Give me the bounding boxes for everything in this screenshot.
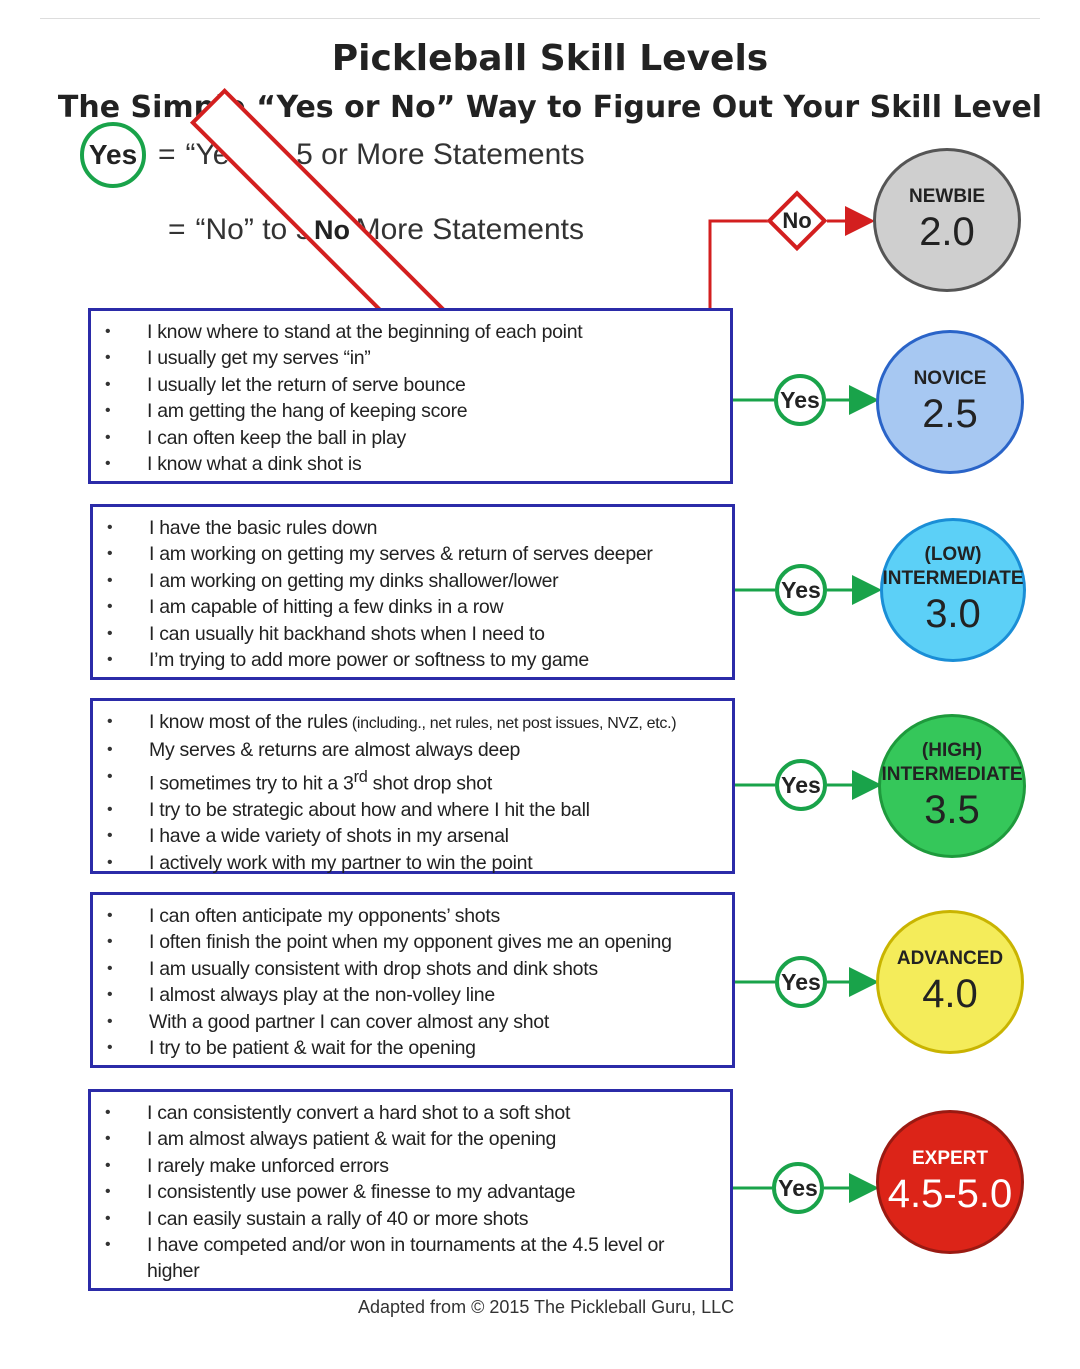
statement-item: •I know what a dink shot is (105, 453, 362, 476)
level-name: (LOW) INTERMEDIATE (882, 544, 1024, 589)
statement-item: •I’m trying to add more power or softnes… (107, 649, 589, 672)
statement-item: •I rarely make unforced errors (105, 1154, 389, 1177)
statement-item: •I usually let the return of serve bounc… (105, 373, 466, 396)
rules-note: (including., net rules, net post issues,… (347, 715, 677, 732)
ordinal-suffix: rd (353, 767, 368, 786)
level-score: 2.0 (919, 210, 975, 254)
statement-item: •I consistently use power & finesse to m… (105, 1181, 576, 1204)
statement-item: •With a good partner I can cover almost … (107, 1010, 549, 1033)
statement-item: •I have a wide variety of shots in my ar… (107, 825, 509, 848)
legend-yes-equals: = (158, 138, 176, 171)
level-score: 4.5-5.0 (887, 1172, 1013, 1216)
statement-item: •I am working on getting my serves & ret… (107, 543, 653, 566)
statement-item: •I am capable of hitting a few dinks in … (107, 596, 504, 619)
statement-item: •I usually get my serves “in” (105, 347, 371, 370)
statement-item: •I try to be patient & wait for the open… (107, 1037, 476, 1060)
statement-item: •I know most of the rules (including., n… (107, 711, 677, 733)
statement-item: •I am almost always patient & wait for t… (105, 1128, 557, 1151)
page-title: Pickleball Skill Levels (331, 38, 769, 79)
level-name: NOVICE (913, 368, 987, 389)
statement-item: •I sometimes try to hit a 3rd shot drop … (107, 767, 493, 795)
level-name: NEWBIE (909, 186, 985, 207)
statement-item: •I am usually consistent with drop shots… (107, 957, 598, 980)
no-badge-text: No (782, 208, 812, 233)
statement-item: •I have competed and/or won in tournamen… (105, 1234, 665, 1283)
statement-item: •I can usually hit backhand shots when I… (107, 622, 545, 645)
statement-item: •I often finish the point when my oppone… (107, 931, 672, 954)
level-circle-low-intermediate: (LOW) INTERMEDIATE 3.0 (880, 518, 1026, 662)
statement-box-advanced: •I can often anticipate my opponents’ sh… (90, 892, 735, 1068)
level-score: 3.0 (925, 592, 981, 636)
statement-item: •I know where to stand at the beginning … (105, 321, 583, 343)
legend-no-equals: = (168, 213, 186, 246)
statement-item: •My serves & returns are almost always d… (107, 739, 521, 762)
statement-item: •I can often anticipate my opponents’ sh… (107, 905, 500, 927)
yes-circle-icon: Yes (775, 759, 827, 811)
statement-item: •I can easily sustain a rally of 40 or m… (105, 1207, 529, 1230)
no-connector-line (708, 219, 768, 308)
level-score: 4.0 (922, 972, 978, 1016)
statement-item: •I can consistently convert a hard shot … (105, 1102, 571, 1124)
yes-circle-icon: Yes (775, 956, 827, 1008)
level-circle-expert: EXPERT 4.5-5.0 (876, 1110, 1024, 1254)
statement-item: •I have the basic rules down (107, 517, 378, 539)
statement-box-novice: •I know where to stand at the beginning … (88, 308, 733, 484)
no-diamond-icon: No (766, 190, 828, 252)
yes-circle-icon: Yes (772, 1162, 824, 1214)
statement-item: •I actively work with my partner to win … (107, 851, 533, 874)
statement-item: •I am getting the hang of keeping score (105, 400, 468, 423)
yes-circle-icon: Yes (80, 122, 146, 188)
statement-item: •I almost always play at the non-volley … (107, 984, 495, 1007)
level-circle-advanced: ADVANCED 4.0 (876, 910, 1024, 1054)
third-shot-text: shot drop shot (367, 772, 493, 795)
level-circle-high-intermediate: (HIGH) INTERMEDIATE 3.5 (878, 714, 1026, 858)
statement-item: •I am working on getting my dinks shallo… (107, 569, 559, 592)
level-score: 3.5 (924, 788, 980, 832)
statement-item: •I try to be strategic about how and whe… (107, 798, 590, 821)
statement-box-low-intermediate: •I have the basic rules down •I am worki… (90, 504, 735, 680)
footer-credit: Adapted from © 2015 The Pickleball Guru,… (358, 1297, 735, 1317)
level-name: ADVANCED (896, 948, 1004, 969)
level-score: 2.5 (922, 392, 978, 436)
legend-no: No = “No” to 5 or More Statements (80, 87, 585, 373)
statement-item: •I can often keep the ball in play (105, 426, 406, 449)
level-circle-newbie: NEWBIE 2.0 (873, 148, 1021, 292)
statement-box-high-intermediate: •I know most of the rules (including., n… (90, 698, 735, 874)
yes-circle-icon: Yes (775, 564, 827, 616)
level-name: EXPERT (911, 1148, 989, 1169)
yes-circle-icon: Yes (774, 374, 826, 426)
legend-no-badge-text: No (314, 214, 350, 245)
level-circle-novice: NOVICE 2.5 (876, 330, 1024, 474)
level-name: (HIGH) INTERMEDIATE (881, 740, 1023, 785)
no-diamond-icon: No (80, 87, 475, 373)
statement-box-expert: •I can consistently convert a hard shot … (88, 1089, 733, 1291)
legend-no-text: “No” to 5 or More Statements (195, 213, 585, 246)
top-divider (40, 18, 1040, 19)
